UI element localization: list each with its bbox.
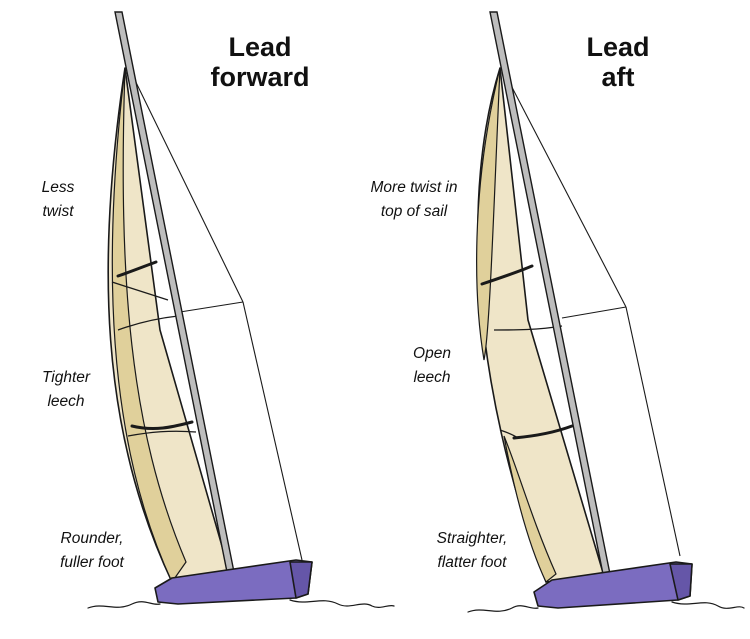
sail-leech-shading — [476, 67, 501, 361]
water-waves — [467, 601, 745, 613]
note-twist-line-1: Less — [42, 179, 75, 196]
rigging — [128, 67, 303, 561]
sail-seam — [127, 430, 197, 437]
shroud — [625, 306, 681, 557]
note-leech-line-2: leech — [413, 369, 450, 386]
forestay — [128, 67, 244, 303]
draft-stripe — [480, 264, 534, 286]
jib-sail — [476, 67, 605, 583]
note-foot-line-2: flatter foot — [438, 554, 508, 571]
panel-lead-forward: Lead forward Less — [42, 11, 395, 609]
rigging — [501, 67, 681, 557]
panel-title-line-1: Lead — [228, 32, 291, 62]
hull-shade — [289, 561, 313, 599]
note-foot-line-2: fuller foot — [60, 554, 124, 571]
draft-stripe — [116, 260, 158, 278]
sail-seam — [117, 315, 179, 331]
hull — [154, 559, 313, 605]
panel-lead-aft: Lead aft More twis — [371, 11, 745, 613]
draft-stripe — [512, 424, 574, 440]
panel-title-line-2: forward — [210, 62, 309, 92]
note-leech-line-1: Open — [413, 345, 451, 362]
note-leech-line-2: leech — [47, 393, 84, 410]
jib-sail — [107, 67, 231, 584]
note-twist-line-1: More twist in — [371, 179, 458, 196]
panel-title-line-2: aft — [602, 62, 635, 92]
water-waves — [87, 599, 395, 609]
note-twist-line-2: top of sail — [381, 203, 448, 220]
note-twist-line-2: twist — [43, 203, 75, 220]
spreader — [179, 301, 244, 313]
sail-foot-shading — [503, 435, 557, 583]
shroud — [242, 301, 303, 561]
spreader — [561, 306, 627, 319]
hull — [533, 561, 693, 609]
draft-stripe — [130, 420, 194, 430]
panel-title-line-1: Lead — [586, 32, 649, 62]
note-leech-line-1: Tighter — [42, 369, 91, 386]
note-foot-line-1: Rounder, — [61, 530, 124, 547]
sail-seam — [111, 281, 169, 301]
forestay — [501, 67, 627, 308]
hull-shade — [669, 563, 693, 601]
note-foot-line-1: Straighter, — [437, 530, 508, 547]
